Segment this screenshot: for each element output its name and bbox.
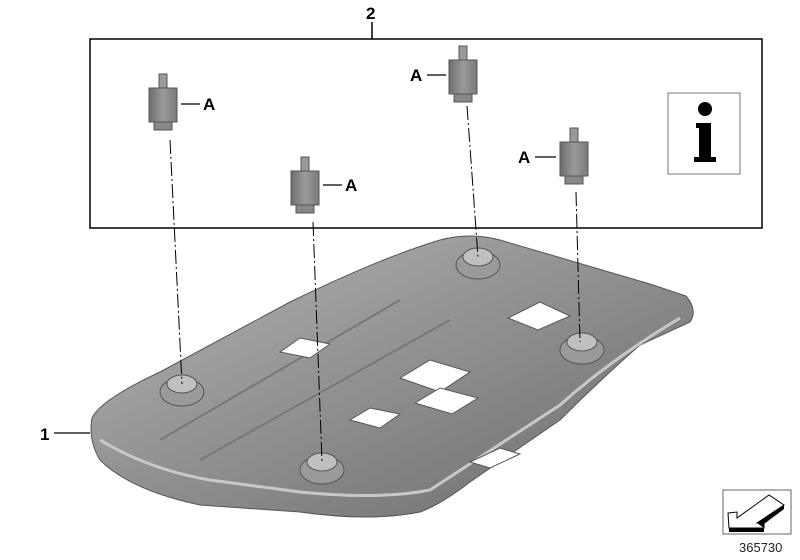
orientation-arrow-icon bbox=[722, 489, 792, 535]
skid-plate[interactable] bbox=[90, 235, 694, 518]
stud-2[interactable] bbox=[290, 156, 320, 214]
svg-text:A: A bbox=[518, 148, 530, 167]
svg-text:A: A bbox=[345, 176, 357, 195]
callout-a-3[interactable]: A bbox=[410, 66, 446, 85]
assembly-lines bbox=[169, 105, 581, 463]
callout-1[interactable]: 1 bbox=[40, 425, 90, 444]
kit-box: 2 bbox=[89, 4, 763, 229]
svg-text:A: A bbox=[203, 95, 215, 114]
info-icon[interactable] bbox=[667, 92, 741, 175]
stud-4[interactable] bbox=[559, 127, 589, 185]
callout-a-1[interactable]: A bbox=[181, 95, 215, 114]
stud-3[interactable] bbox=[448, 45, 478, 103]
svg-text:A: A bbox=[410, 66, 422, 85]
callout-a-4[interactable]: A bbox=[518, 148, 556, 167]
catalog-number: 365730 bbox=[739, 540, 782, 555]
callout-2[interactable]: 2 bbox=[366, 4, 375, 23]
svg-text:1: 1 bbox=[40, 425, 49, 444]
callout-a-2[interactable]: A bbox=[323, 176, 357, 195]
stud-1[interactable] bbox=[148, 73, 178, 131]
mount-boss bbox=[159, 247, 605, 485]
